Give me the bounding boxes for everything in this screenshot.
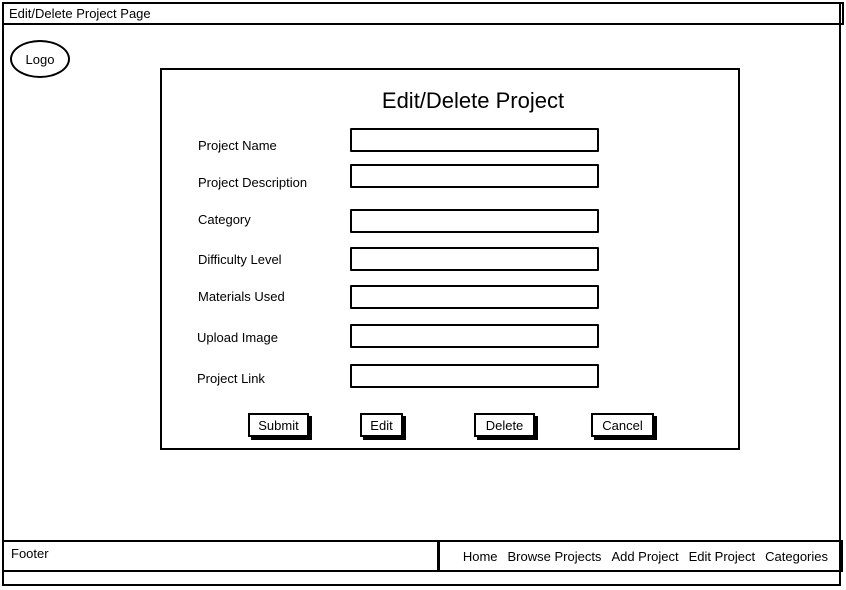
footer-label: Footer [11, 546, 49, 561]
project-link-input[interactable] [350, 364, 599, 388]
window-title: Edit/Delete Project Page [2, 2, 844, 25]
submit-button[interactable]: Submit [248, 413, 309, 437]
project-name-label: Project Name [198, 138, 277, 153]
footer-link-edit-project[interactable]: Edit Project [688, 548, 756, 564]
page-title: Edit/Delete Project [381, 88, 565, 113]
edit-project-panel: Edit/Delete Project Project Name Project… [160, 68, 740, 450]
logo[interactable]: Logo [10, 40, 70, 78]
project-description-label: Project Description [198, 175, 308, 190]
edit-button[interactable]: Edit [360, 413, 403, 437]
footer-nav: Home Browse Projects Add Project Edit Pr… [438, 540, 843, 572]
footer: Footer [2, 540, 439, 572]
project-description-input[interactable] [350, 164, 599, 188]
footer-link-add-project[interactable]: Add Project [611, 548, 679, 564]
footer-link-categories[interactable]: Categories [765, 548, 828, 564]
category-input[interactable] [350, 209, 599, 233]
difficulty-level-label: Difficulty Level [198, 252, 282, 267]
cancel-button[interactable]: Cancel [591, 413, 654, 437]
footer-link-home[interactable]: Home [462, 548, 498, 564]
category-label: Category [198, 212, 251, 227]
footer-link-browse-projects[interactable]: Browse Projects [507, 548, 602, 564]
materials-used-label: Materials Used [198, 289, 285, 304]
materials-used-input[interactable] [350, 285, 599, 309]
difficulty-level-input[interactable] [350, 247, 599, 271]
project-link-label: Project Link [197, 371, 265, 386]
delete-button[interactable]: Delete [474, 413, 535, 437]
project-name-input[interactable] [350, 128, 599, 152]
logo-label: Logo [25, 51, 55, 67]
upload-image-label: Upload Image [197, 330, 278, 345]
upload-image-input[interactable] [350, 324, 599, 348]
